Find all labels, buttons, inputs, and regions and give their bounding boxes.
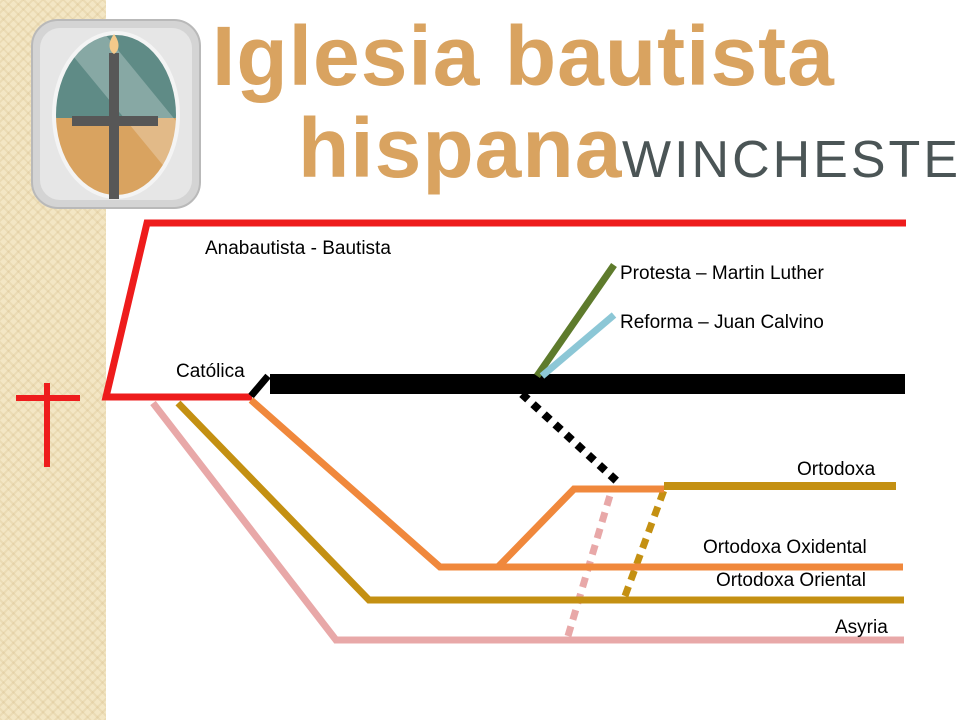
- title-line-1: Iglesia bautista: [212, 9, 835, 103]
- catholic-orthodox-dotted-line: [519, 391, 624, 488]
- orthodox-label: Ortodoxa: [797, 459, 876, 480]
- anabaptist-branch-line: [101, 219, 906, 401]
- assyrian-branch-line: [150, 400, 904, 644]
- reformed-label: Reforma – Juan Calvino: [620, 312, 824, 333]
- assyrian-label: Asyria: [835, 617, 888, 638]
- protestant-label: Protesta – Martin Luther: [620, 263, 824, 284]
- reformed-branch-line: [539, 312, 617, 379]
- orthodox-oriental-dotted-line: [621, 488, 668, 598]
- orthodox-connector-line: [495, 485, 664, 570]
- title-line-3: WINCHESTER: [622, 131, 960, 189]
- church-logo: [30, 18, 202, 210]
- anabaptist-label: Anabautista - Bautista: [205, 238, 391, 259]
- title-line-2: hispana: [298, 101, 623, 195]
- orthodox-western-label: Ortodoxa Oxidental: [703, 537, 867, 558]
- orthodox-oriental-branch-line: [175, 400, 904, 604]
- catholic-connector-line: [248, 373, 271, 399]
- orthodox-western-branch-line: [248, 397, 903, 571]
- cross-icon: [16, 383, 80, 467]
- orthodox-oriental-label: Ortodoxa Oriental: [716, 570, 866, 591]
- catholic-label: Católica: [176, 361, 245, 382]
- protestant-branch-line: [534, 263, 617, 378]
